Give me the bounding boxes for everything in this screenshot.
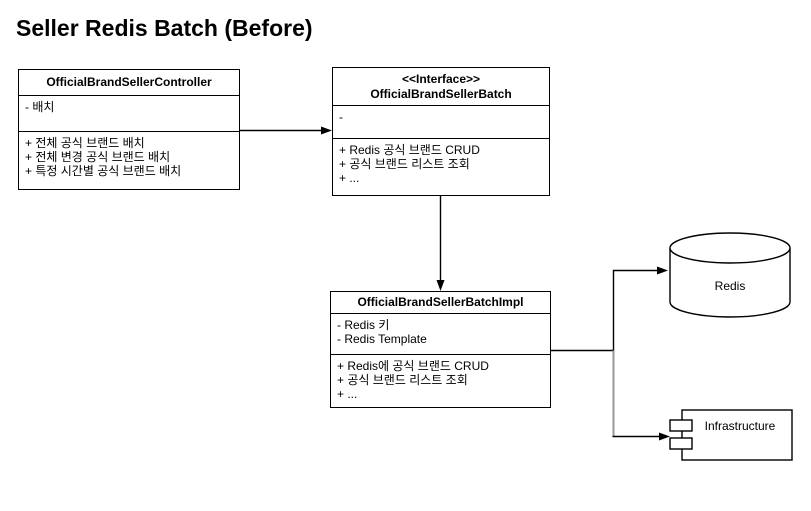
attributes-section: - [333, 105, 549, 138]
arrowhead-icon [657, 266, 668, 275]
interface-official-brand-seller-batch: <<Interface>> OfficialBrandSellerBatch -… [332, 67, 550, 196]
attribute-line: - [339, 110, 343, 124]
class-official-brand-seller-batch-impl: OfficialBrandSellerBatchImpl - Redis 키 -… [330, 291, 551, 408]
database-cylinder-redis [669, 232, 791, 318]
method-line: + ... [337, 387, 358, 401]
methods-section: + Redis에 공식 브랜드 CRUD + 공식 브랜드 리스트 조회 + .… [331, 354, 550, 407]
arrowhead-icon [436, 280, 445, 291]
methods-section: + 전체 공식 브랜드 배치 + 전체 변경 공식 브랜드 배치 + 특정 시간… [19, 131, 239, 189]
method-line: + Redis에 공식 브랜드 CRUD [337, 359, 489, 373]
interface-stereotype: <<Interface>> [401, 71, 481, 86]
arrowhead-icon [659, 432, 670, 441]
edge-controller-to-interface [240, 126, 332, 135]
methods-section: + Redis 공식 브랜드 CRUD + 공식 브랜드 리스트 조회 + ..… [333, 138, 549, 195]
edge-interface-to-impl [436, 196, 445, 291]
redis-label: Redis [714, 279, 746, 293]
class-title: OfficialBrandSellerController [46, 75, 212, 89]
method-line: + 전체 변경 공식 브랜드 배치 [25, 150, 171, 164]
diagram-title: Seller Redis Batch (Before) [16, 15, 313, 41]
component-infrastructure [669, 409, 793, 461]
method-line: + 전체 공식 브랜드 배치 [25, 136, 145, 150]
interface-header: <<Interface>> OfficialBrandSellerBatch [333, 68, 549, 105]
edge-impl-to-redis [551, 266, 668, 352]
method-line: + 공식 브랜드 리스트 조회 [337, 373, 468, 387]
method-line: + Redis 공식 브랜드 CRUD [339, 143, 480, 157]
attribute-line: - Redis Template [337, 332, 427, 346]
attributes-section: - 배치 [19, 95, 239, 131]
method-line: + 특정 시간별 공식 브랜드 배치 [25, 164, 182, 178]
infrastructure-label: Infrastructure [704, 419, 776, 433]
method-line: + 공식 브랜드 리스트 조회 [339, 157, 470, 171]
attribute-line: - 배치 [25, 100, 55, 114]
edge-impl-to-infrastructure [612, 350, 670, 441]
class-official-brand-seller-controller: OfficialBrandSellerController - 배치 + 전체 … [18, 69, 240, 190]
class-title: OfficialBrandSellerBatchImpl [357, 295, 524, 309]
arrowhead-icon [321, 126, 332, 135]
attributes-section: - Redis 키 - Redis Template [331, 313, 550, 354]
method-line: + ... [339, 171, 360, 185]
class-title: OfficialBrandSellerBatch [370, 86, 512, 101]
attribute-line: - Redis 키 [337, 318, 390, 332]
